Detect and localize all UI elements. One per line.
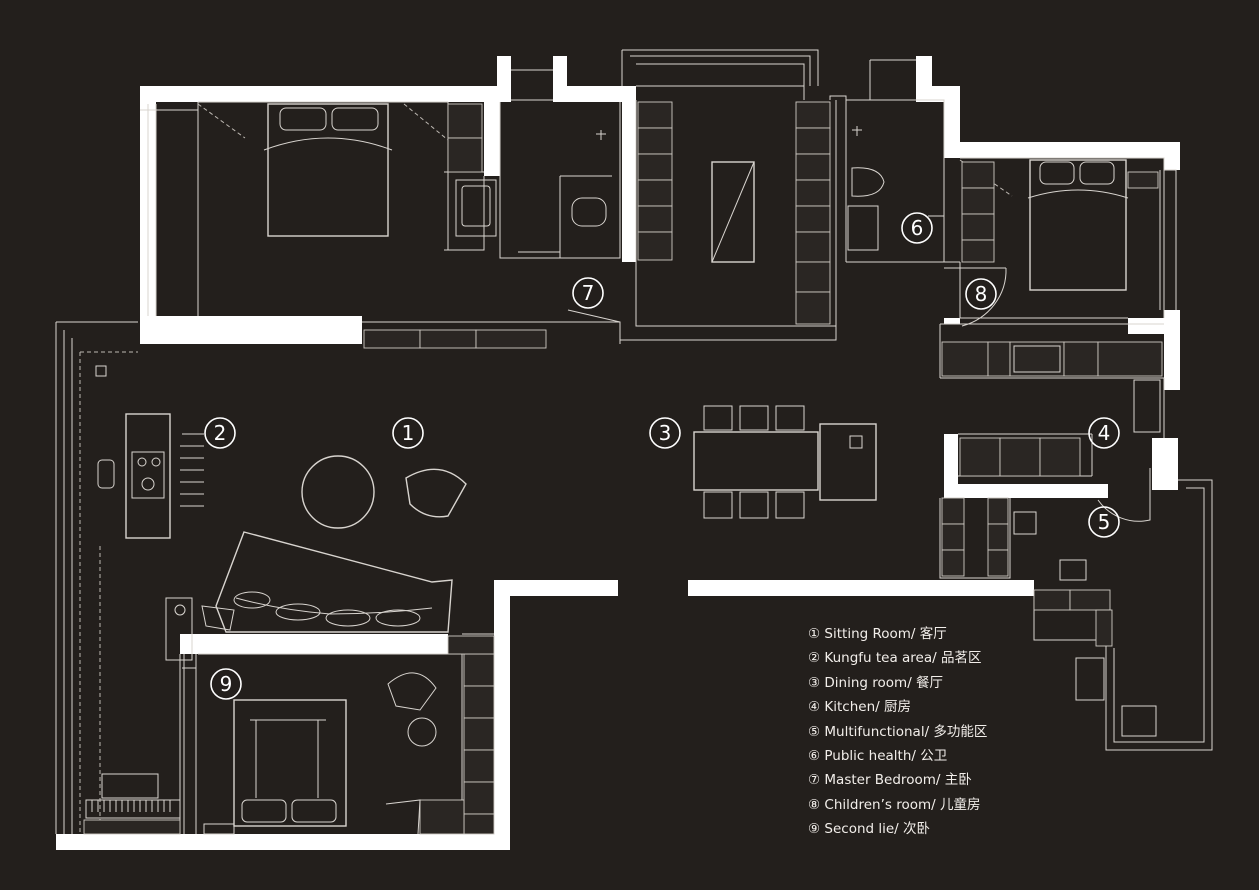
legend-text: Second lie/ 次卧 [824,821,931,838]
legend-item: ③ Dining room/ 餐厅 [808,671,987,695]
legend-text: Dining room/ 餐厅 [824,674,944,691]
wardrobe-second [419,635,495,835]
legend-item: ⑦ Master Bedroom/ 主卧 [808,768,987,792]
marker-9-label: 9 [220,672,233,696]
marker-3-label: 3 [659,421,672,445]
legend-text: Sitting Room/ 客厅 [824,626,947,642]
marker-1: 1 [392,417,424,449]
interior-lines [55,49,1213,834]
legend-item: ⑨ Second lie/ 次卧 [808,817,987,841]
children-bed [1027,159,1129,291]
second-bedroom-furniture [83,672,437,835]
legend-num: ⑦ [808,772,821,789]
legend-num: ⑧ [808,796,821,813]
room-markers: 1 2 3 4 5 6 7 8 [204,212,1120,700]
room-legend: ① Sitting Room/ 客厅 ② Kungfu tea area/ 品茗… [808,622,987,842]
legend-num: ② [808,650,821,667]
legend-text: Public health/ 公卫 [824,748,948,765]
legend-item: ⑧ Children’s room/ 儿童房 [808,793,987,817]
marker-5-label: 5 [1098,510,1111,534]
legend-text: Kitchen/ 厨房 [824,699,911,716]
doors [182,267,1151,834]
marker-5: 5 [1088,506,1120,538]
marker-4-label: 4 [1098,421,1111,445]
legend-num: ④ [808,699,821,716]
legend-num: ③ [808,674,821,691]
dining-set [693,405,877,519]
wardrobe-lobby-left [637,101,673,261]
wardrobe-children [961,161,1159,263]
marker-3: 3 [649,417,681,449]
legend-text: Master Bedroom/ 主卧 [824,772,972,789]
marker-1-label: 1 [402,421,415,445]
legend-num: ⑨ [808,821,821,838]
furniture [83,103,1151,835]
marker-6-label: 6 [911,216,924,240]
legend-num: ① [808,626,821,642]
multifunctional-furniture [1013,511,1087,581]
wardrobe-master [447,103,483,173]
kitchen-counter [941,341,1163,477]
legend-text: Kungfu tea area/ 品茗区 [824,650,982,667]
tea-table [95,365,204,539]
wardrobe-lobby-right [795,101,831,325]
legend-item: ④ Kitchen/ 厨房 [808,695,987,719]
cabinet-multifunctional [941,497,1157,737]
master-bath-fixtures [455,130,607,253]
marker-6: 6 [901,212,933,244]
legend-item: ⑤ Multifunctional/ 多功能区 [808,720,987,744]
marker-8: 8 [965,278,997,310]
legend-num: ⑤ [808,723,821,740]
marker-2: 2 [204,417,236,449]
lobby-island [711,161,755,263]
marker-2-label: 2 [214,421,227,445]
legend-item: ① Sitting Room/ 客厅 [808,622,987,646]
master-bed [263,103,393,237]
legend-item: ⑥ Public health/ 公卫 [808,744,987,768]
public-bath-fixtures [847,126,945,258]
marker-8-label: 8 [975,282,988,306]
legend-text: Children’s room/ 儿童房 [824,796,981,813]
legend-item: ② Kungfu tea area/ 品茗区 [808,646,987,670]
living-furniture [165,455,467,661]
wardrobes [363,101,1163,835]
marker-4: 4 [1088,417,1120,449]
exterior-walls [56,56,1180,850]
marker-9: 9 [210,668,242,700]
legend-text: Multifunctional/ 多功能区 [824,723,988,740]
marker-7: 7 [572,277,604,309]
cabinet-living-top [363,329,547,349]
legend-num: ⑥ [808,748,821,765]
marker-7-label: 7 [582,281,595,305]
